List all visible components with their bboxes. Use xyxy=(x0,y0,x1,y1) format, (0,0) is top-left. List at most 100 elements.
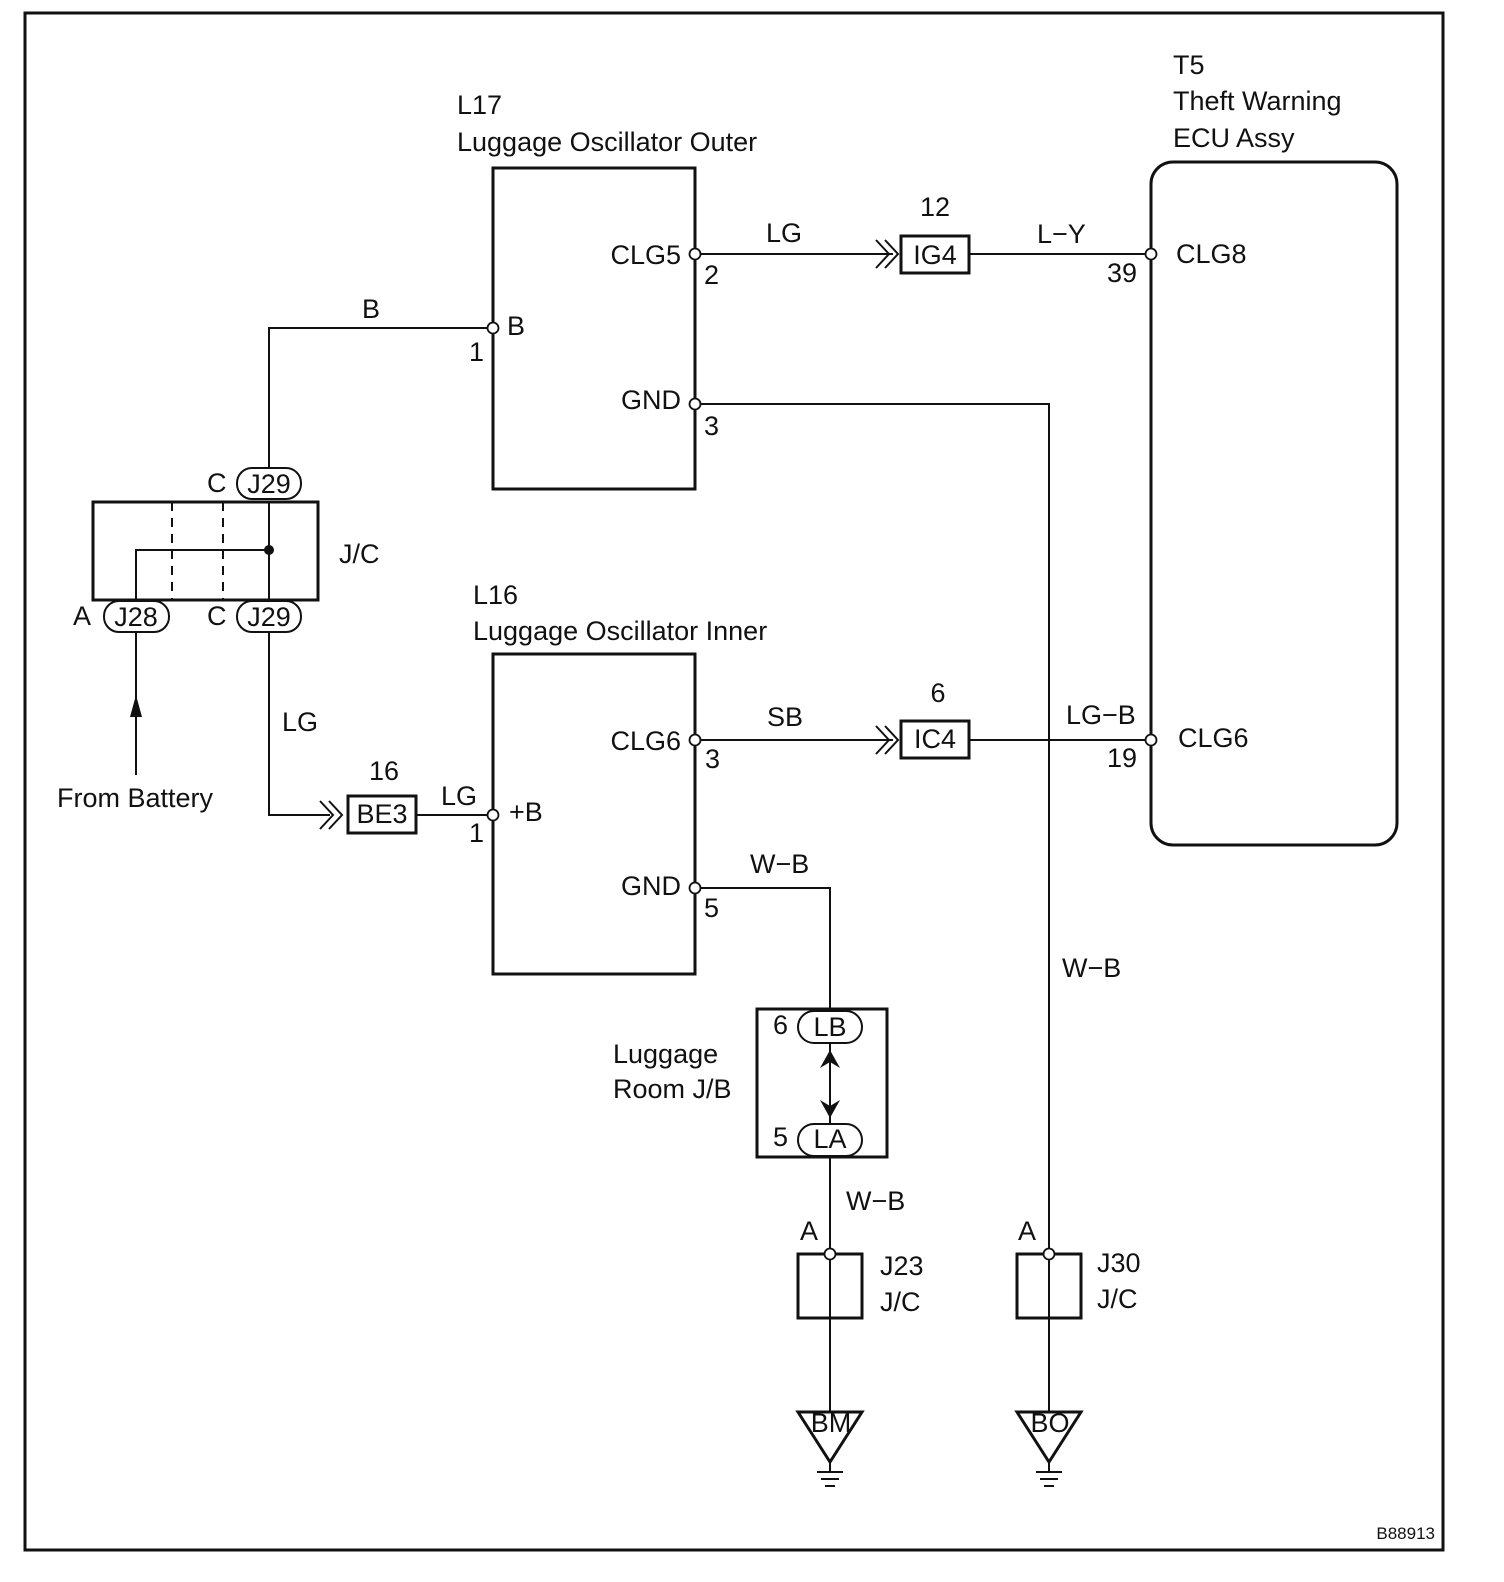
l17-pin-b-number: 1 xyxy=(469,337,484,367)
l16-pin-plus-b-number: 1 xyxy=(469,818,484,848)
pin-t5-clg8 xyxy=(1144,247,1158,261)
diagram-frame xyxy=(23,11,1445,1552)
wire-jc-to-l17-b xyxy=(268,327,489,468)
t5-name-line2: ECU Assy xyxy=(1173,123,1295,153)
jb-connector-lb-pin: 6 xyxy=(773,1010,788,1040)
jb-link-arrow-down xyxy=(820,1100,840,1118)
jb-connector-la-pin: 5 xyxy=(773,1122,788,1152)
wire-l17-gnd-to-j30 xyxy=(699,403,1050,1249)
j30-pin: A xyxy=(1018,1216,1036,1246)
pin-l16-gnd xyxy=(688,881,702,895)
pin-j23-a xyxy=(823,1247,837,1261)
wire-jb-to-j23-color: W−B xyxy=(846,1186,905,1216)
wire-t5-clg8-color: L−Y xyxy=(1037,219,1086,249)
wire-t5-clg6-color: LG−B xyxy=(1066,700,1136,730)
connector-ig4-body xyxy=(899,234,971,275)
jb-link-arrow-up xyxy=(820,1050,840,1068)
l17-luggage-oscillator-outer: L17 Luggage Oscillator Outer CLG5 2 B 1 … xyxy=(457,90,757,491)
connector-ic4-body xyxy=(899,719,971,760)
j30-label: J/C xyxy=(1097,1284,1138,1314)
l17-pin-clg5-number: 2 xyxy=(704,260,719,290)
ground-bo-triangle xyxy=(1014,1410,1084,1465)
connector-be3: BE3 16 xyxy=(319,756,418,835)
l17-pin-b-name: B xyxy=(507,311,525,341)
jb-connector-lb-code: LB xyxy=(813,1012,846,1042)
battery-feed: From Battery xyxy=(57,632,214,813)
t5-pin-clg8-number: 39 xyxy=(1107,258,1137,288)
l16-code: L16 xyxy=(473,580,518,610)
ground-bo-code: BO xyxy=(1030,1408,1069,1438)
connector-ic4-pin: 6 xyxy=(930,678,945,708)
connector-be3-body xyxy=(346,794,418,835)
pin-l16-clg6 xyxy=(688,733,702,747)
l16-pin-gnd-name: GND xyxy=(621,871,681,901)
wire-l17-gnd-color: W−B xyxy=(1062,953,1121,983)
l16-pin-clg6-number: 3 xyxy=(705,744,720,774)
connector-ig4-code: IG4 xyxy=(913,240,957,270)
l16-pin-clg6-name: CLG6 xyxy=(610,726,681,756)
pin-j30-a xyxy=(1042,1247,1056,1261)
l16-pin-plus-b-name: +B xyxy=(509,797,543,827)
l16-pin-gnd-number: 5 xyxy=(704,893,719,923)
t5-code: T5 xyxy=(1173,50,1205,80)
jc-label: J/C xyxy=(339,539,380,569)
jc-body xyxy=(91,500,320,602)
j23-pin: A xyxy=(800,1216,818,1246)
l17-pin-clg5-name: CLG5 xyxy=(610,240,681,270)
ground-bm: BM xyxy=(795,1318,865,1487)
jc-bottom-left-pin: A xyxy=(73,601,91,631)
connector-ic4-code: IC4 xyxy=(914,724,956,754)
t5-body xyxy=(1149,160,1399,847)
connector-ig4-chevron xyxy=(875,239,900,269)
l16-luggage-oscillator-inner: L16 Luggage Oscillator Inner CLG6 3 +B 1… xyxy=(469,580,767,976)
battery-feed-arrow xyxy=(130,695,142,717)
wire-l17-clg5-color: LG xyxy=(766,218,802,248)
pin-t5-clg6 xyxy=(1144,733,1158,747)
wire-l17-b-color: B xyxy=(362,294,380,324)
jc-bottom-right-connector-code: J29 xyxy=(247,602,291,632)
jc-junction-block: J/C J29 C J28 A J29 C xyxy=(73,467,380,633)
connector-ic4: IC4 6 xyxy=(875,678,971,760)
connector-ic4-chevron xyxy=(875,725,900,755)
diagram-id: B88913 xyxy=(1376,1524,1435,1543)
connector-ig4: IG4 12 xyxy=(875,192,971,275)
ground-bm-triangle xyxy=(795,1410,865,1465)
j30-code: J30 xyxy=(1097,1248,1141,1278)
l17-code: L17 xyxy=(457,90,502,120)
jc-splice-dot xyxy=(264,545,274,555)
l17-name: Luggage Oscillator Outer xyxy=(457,127,757,157)
t5-pin-clg8-name: CLG8 xyxy=(1176,239,1247,269)
jc-top-connector-code: J29 xyxy=(247,469,291,499)
pin-l17-clg5 xyxy=(688,247,702,261)
pin-l17-gnd xyxy=(688,397,702,411)
battery-feed-label: From Battery xyxy=(57,783,214,813)
t5-pin-clg6-number: 19 xyxy=(1107,743,1137,773)
wire-l16-gnd-color: W−B xyxy=(750,849,809,879)
luggage-room-jb-label-line2: Room J/B xyxy=(613,1074,732,1104)
j30-junction-connector: A J30 J/C xyxy=(1015,1216,1141,1320)
jc-bottom-right-pin: C xyxy=(207,601,227,631)
wire-jc-to-be3 xyxy=(268,632,330,816)
j23-label: J/C xyxy=(880,1287,921,1317)
wire-be3-to-l16-color: LG xyxy=(441,781,477,811)
jc-bottom-left-connector-code: J28 xyxy=(114,602,158,632)
wire-l16-gnd-to-jb xyxy=(699,887,831,1011)
ground-bo: BO xyxy=(1014,1318,1084,1487)
wire-l16-clg6-color: SB xyxy=(767,702,803,732)
jc-top-pin: C xyxy=(207,468,227,498)
jb-connector-la-code: LA xyxy=(813,1124,846,1154)
l17-pin-gnd-number: 3 xyxy=(704,411,719,441)
pin-l16-plus-b xyxy=(486,808,500,822)
jc-internal-bus xyxy=(135,549,269,600)
ground-bm-code: BM xyxy=(811,1408,852,1438)
j23-code: J23 xyxy=(880,1251,924,1281)
connector-be3-code: BE3 xyxy=(356,799,407,829)
connector-ig4-pin: 12 xyxy=(920,192,950,222)
l17-pin-gnd-name: GND xyxy=(621,385,681,415)
jb-connector-la xyxy=(797,1123,863,1157)
connector-be3-chevron xyxy=(319,800,344,830)
l16-name: Luggage Oscillator Inner xyxy=(473,616,767,646)
connector-be3-pin: 16 xyxy=(369,756,399,786)
luggage-room-jb: LB 6 LA 5 Luggage Room J/B xyxy=(613,1007,889,1159)
